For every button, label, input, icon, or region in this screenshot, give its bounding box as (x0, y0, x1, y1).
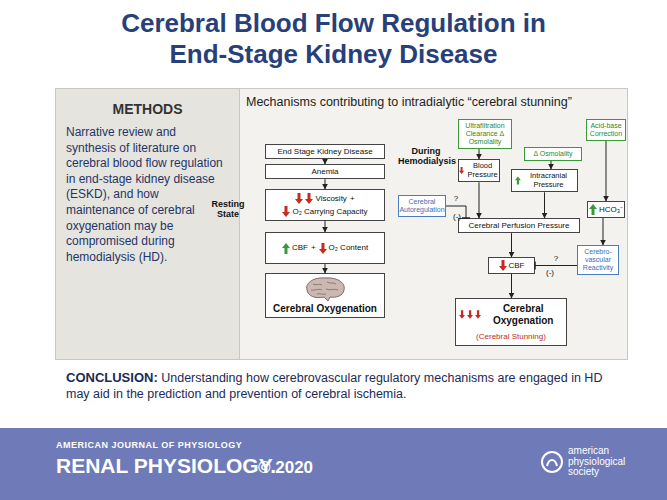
process-box: HCO₃⁻ (587, 201, 625, 218)
marked-label: O₂ Carrying Capacity (282, 206, 367, 217)
decrease-arrow (319, 243, 327, 254)
box-label: Intracranial Pressure (523, 172, 574, 189)
increase-arrow (282, 243, 290, 254)
connector (606, 141, 607, 201)
annotation: (-) (450, 212, 464, 221)
decrease-arrow (305, 193, 313, 204)
box-label: Cerebro-vascular Reactivity (581, 248, 615, 272)
decrease-arrow (459, 309, 465, 320)
marked-label: HCO₃⁻ (589, 204, 623, 215)
box-label: Ultrafiltration Clearance Δ Osmolality (462, 122, 508, 146)
connector (511, 233, 512, 257)
box-label: + (311, 243, 316, 252)
panel: METHODS Narrative review and synthesis of… (55, 88, 240, 360)
marked-label: Blood Pressure (459, 162, 499, 179)
box-label: Anemia (311, 167, 338, 176)
box-label: Viscosity (315, 194, 346, 203)
edge-label: ? (453, 195, 459, 203)
increase-arrow (589, 204, 597, 215)
process-box: Anemia (265, 164, 385, 179)
box-label: + (350, 194, 355, 203)
decrease-arrow (467, 309, 473, 320)
brain-icon (303, 276, 347, 302)
box-label: Acid-base Correction (590, 122, 622, 138)
connector (544, 192, 545, 218)
process-box: Blood Pressure (458, 159, 500, 182)
panel-heading: Mechanisms contributing to intradialytic… (246, 95, 621, 109)
edge-label: ? (553, 255, 559, 263)
inhibit-bar (534, 262, 536, 270)
process-box: End Stage Kidney Disease (265, 144, 385, 159)
box-label: Cerebral Autoregulation (399, 198, 444, 214)
journal-text: RENAL PHYSIOLOGY. (56, 454, 276, 478)
process-box: Viscosity + O₂ Carrying Capacity (265, 189, 385, 221)
box-label: O₂ Carrying Capacity (292, 207, 367, 216)
title-area: Cerebral Blood Flow Regulation in End-St… (0, 8, 667, 70)
journal-text: american physiological society (568, 446, 640, 478)
connector (551, 161, 552, 169)
connector (325, 159, 326, 164)
marked-label: CBF (499, 260, 525, 271)
box-label: Cerebral Perfusion Pressure (469, 221, 570, 230)
connector (325, 264, 326, 273)
connector (603, 218, 604, 245)
box-label: CBF (509, 261, 525, 270)
connector (446, 206, 466, 218)
conclusion: CONCLUSION: Understanding how cerebrovas… (66, 370, 626, 402)
box-label: HCO₃⁻ (599, 205, 623, 214)
process-box: CBF (488, 257, 535, 274)
box-label: Blood Pressure (466, 162, 499, 179)
marked-label: Cerebral Oxygenation (459, 303, 563, 326)
process-box: CBF+ O₂ Content (265, 232, 385, 264)
society-logo (540, 450, 564, 474)
process-box: Ultrafiltration Clearance Δ Osmolality (458, 119, 512, 149)
journal-text: AMERICAN JOURNAL OF PHYSIOLOGY (56, 440, 242, 450)
decrease-arrow (475, 309, 481, 320)
box-label: Cerebral Oxygenation (483, 303, 563, 326)
panel-body: Narrative review and synthesis of litera… (66, 125, 229, 265)
box-label: End Stage Kidney Disease (277, 147, 372, 156)
decrease-arrow (282, 206, 290, 217)
marked-label: CBF (282, 243, 308, 254)
decrease-arrow (459, 165, 464, 176)
box-label: CBF (292, 243, 308, 252)
process-box: Cerebral Autoregulation (398, 195, 446, 217)
connector (325, 179, 326, 189)
footer-band: AMERICAN JOURNAL OF PHYSIOLOGY RENAL PHYS… (0, 428, 667, 500)
marked-label: Intracranial Pressure (515, 172, 574, 189)
conclusion-heading: CONCLUSION: (66, 370, 158, 385)
process-box: Cerebral Oxygenation (265, 273, 385, 318)
marked-label: Viscosity (295, 193, 346, 204)
decrease-arrow (295, 193, 303, 204)
panel-heading: METHODS (66, 101, 229, 117)
journal-text: © 2020 (258, 458, 313, 478)
connector (325, 221, 326, 232)
connector (479, 149, 480, 159)
connector (479, 182, 480, 218)
decrease-arrow (499, 260, 507, 271)
title: Cerebral Blood Flow Regulation in End-St… (94, 8, 574, 70)
process-box: Intracranial Pressure (511, 169, 578, 192)
box-label: (Cerebral Stunning) (459, 332, 563, 341)
box-label: O₂ Content (329, 243, 369, 252)
process-box: Cerebral Oxygenation (Cerebral Stunning) (455, 298, 567, 346)
panel: Mechanisms contributing to intradialytic… (240, 88, 628, 360)
process-box: Cerebral Perfusion Pressure (458, 218, 580, 233)
connector (535, 265, 577, 266)
process-box: Δ Osmolality (524, 147, 582, 161)
box-label: Δ Osmolality (534, 150, 573, 158)
annotation: (-) (543, 268, 557, 277)
process-box: Acid-base Correction (586, 119, 626, 141)
increase-arrow (515, 175, 521, 186)
box-label: Cerebral Oxygenation (273, 303, 377, 315)
inhibit-bar (462, 217, 470, 219)
connector (511, 274, 512, 298)
marked-label: O₂ Content (319, 243, 369, 254)
annotation: During Hemodialysis (398, 146, 454, 166)
annotation: Resting State (203, 199, 253, 219)
process-box: Cerebro-vascular Reactivity (577, 245, 619, 275)
